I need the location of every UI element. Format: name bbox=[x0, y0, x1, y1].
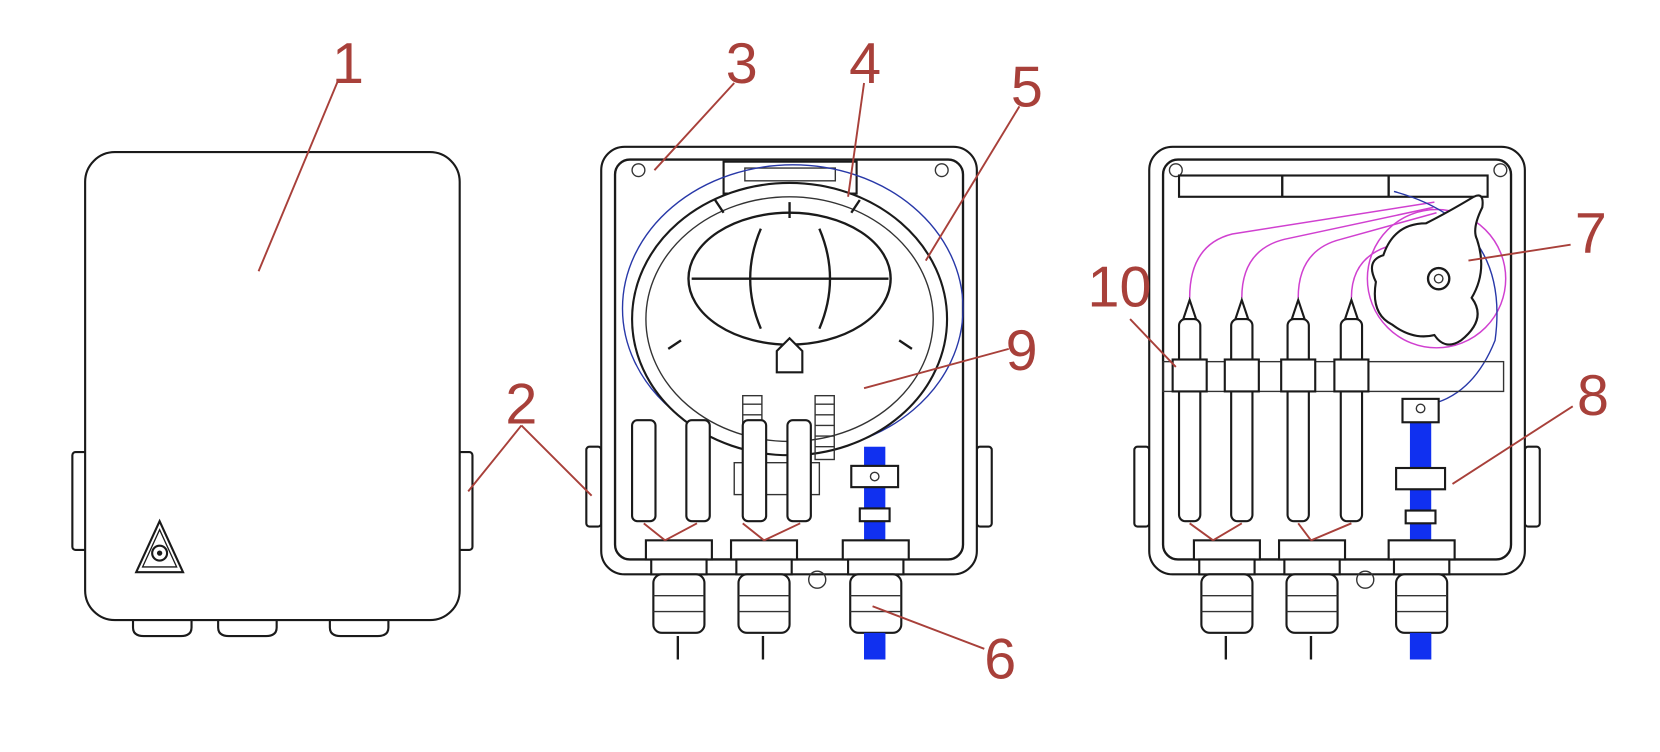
leader-lines bbox=[257, 79, 1574, 650]
adapter bbox=[1333, 296, 1370, 523]
box-cover bbox=[84, 151, 461, 622]
callout-10: 10 bbox=[1088, 255, 1152, 319]
callout-9: 9 bbox=[1006, 319, 1038, 383]
hinge-left bbox=[1133, 445, 1151, 528]
adapter bbox=[1171, 296, 1208, 523]
open-box-splice-view bbox=[585, 145, 993, 660]
cable-gland bbox=[1387, 539, 1456, 660]
splice-tray bbox=[631, 181, 949, 457]
cable-gland bbox=[841, 539, 910, 660]
fiber-spool bbox=[1370, 194, 1484, 346]
hinge-left bbox=[585, 445, 603, 528]
open-box-adapter-view bbox=[1133, 145, 1541, 660]
hinge-right bbox=[1523, 445, 1541, 528]
foot bbox=[328, 615, 390, 638]
callout-1: 1 bbox=[332, 32, 364, 96]
callout-6: 6 bbox=[984, 628, 1016, 692]
cable-gland bbox=[1277, 539, 1347, 634]
adapter bbox=[1223, 296, 1260, 523]
callout-7: 7 bbox=[1575, 202, 1607, 266]
cable-gland bbox=[729, 539, 799, 634]
closed-box-view bbox=[71, 151, 474, 638]
adapter bbox=[1280, 296, 1317, 523]
callout-5: 5 bbox=[1011, 55, 1043, 119]
callout-3: 3 bbox=[726, 32, 758, 96]
cable-gland bbox=[644, 539, 713, 634]
callout-8: 8 bbox=[1577, 364, 1609, 428]
laser-warning-icon bbox=[134, 518, 185, 574]
callout-2: 2 bbox=[505, 372, 537, 436]
foot bbox=[217, 615, 278, 638]
callout-4: 4 bbox=[849, 32, 881, 96]
foot bbox=[131, 615, 193, 638]
cable-gland bbox=[1192, 539, 1261, 634]
hinge-right bbox=[975, 445, 993, 528]
